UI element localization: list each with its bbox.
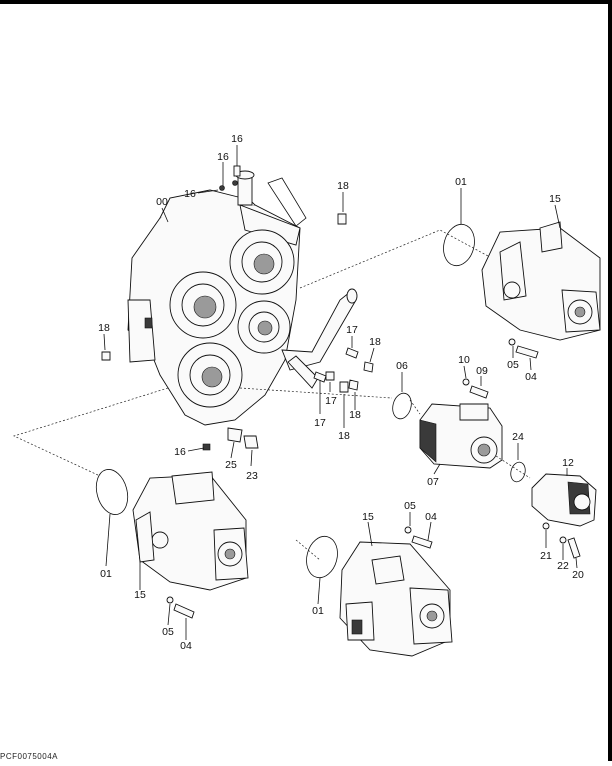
label-01-a: 01: [455, 176, 467, 188]
label-04-c: 04: [180, 640, 192, 652]
drawing-code: PCF0075004A: [0, 752, 58, 761]
part-labels: 16 16 16 00 18 01 15 18 17 18 10 06 09 0…: [98, 133, 584, 652]
label-01-b: 01: [100, 568, 112, 580]
label-10: 10: [458, 354, 470, 366]
label-15-b: 15: [362, 511, 374, 523]
label-18-b: 18: [98, 322, 110, 334]
o-ring-01-left: [95, 469, 129, 515]
pump-assembly-top-right: [481, 221, 601, 341]
small-pump-12: [531, 473, 597, 527]
label-05-b: 05: [404, 500, 416, 512]
pipe-bracket: [281, 288, 358, 389]
label-01-c: 01: [312, 605, 324, 617]
label-17-a: 17: [346, 324, 358, 336]
pump-assembly-left: [132, 471, 249, 591]
frame-right-edge: [608, 0, 612, 761]
label-25: 25: [225, 459, 237, 471]
label-07: 07: [427, 476, 439, 488]
label-20: 20: [572, 569, 584, 581]
label-16-c: 16: [184, 188, 196, 200]
frame-top-edge: [0, 0, 612, 4]
housing-fasteners: [101, 165, 374, 451]
gear-pump-07: [419, 403, 503, 469]
label-16-d: 16: [174, 446, 186, 458]
o-ring-06: [392, 392, 412, 420]
o-ring-01-top: [443, 223, 475, 267]
label-16-b: 16: [217, 151, 229, 163]
o-ring-24: [510, 461, 526, 483]
o-ring-01-bottom: [306, 535, 338, 579]
label-23: 23: [246, 470, 258, 482]
label-17-c: 17: [314, 417, 326, 429]
label-00: 00: [156, 196, 168, 208]
gearbox-housing: [127, 170, 307, 426]
label-16-a: 16: [231, 133, 243, 145]
label-09: 09: [476, 365, 488, 377]
label-05-c: 05: [162, 626, 174, 638]
label-12: 12: [562, 457, 574, 469]
label-22: 22: [557, 560, 569, 572]
label-04-a: 04: [525, 371, 537, 383]
label-18-a: 18: [337, 180, 349, 192]
label-17-b: 17: [325, 395, 337, 407]
bolts-washers: [166, 338, 581, 619]
label-18-d: 18: [349, 409, 361, 421]
guide-lines: [13, 229, 531, 561]
label-04-b: 04: [425, 511, 437, 523]
label-18-c: 18: [369, 336, 381, 348]
label-05-a: 05: [507, 359, 519, 371]
label-06: 06: [396, 360, 408, 372]
pump-assembly-bottom: [339, 541, 453, 657]
label-21: 21: [540, 550, 552, 562]
label-24: 24: [512, 431, 524, 443]
leader-lines: [103, 145, 578, 640]
label-15-c: 15: [134, 589, 146, 601]
label-18-e: 18: [338, 430, 350, 442]
label-15-a: 15: [549, 193, 561, 205]
